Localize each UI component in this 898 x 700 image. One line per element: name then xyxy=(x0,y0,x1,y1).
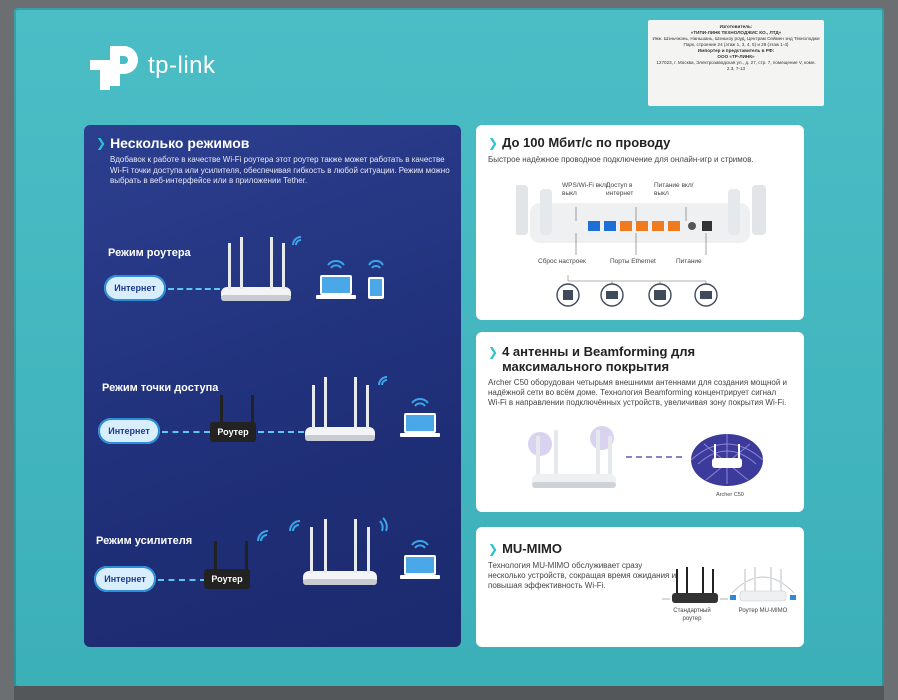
laptop-icon xyxy=(400,398,440,437)
standard-router-illustration xyxy=(662,567,728,603)
chevron-right-icon: ❯ xyxy=(96,136,107,150)
mode-router-title: Режим роутера xyxy=(108,247,191,259)
black-router-antennas xyxy=(220,395,254,425)
label-reset: Сброс настроек xyxy=(538,258,586,265)
white-router-icon xyxy=(303,519,377,585)
chevron-right-icon: ❯ xyxy=(488,136,499,150)
mode-repeater-title: Режим усилителя xyxy=(96,535,193,547)
connection-line xyxy=(162,431,210,433)
label-internet-access: Доступ в интернет xyxy=(606,182,634,197)
chevron-right-icon: ❯ xyxy=(488,542,499,556)
label-power-switch: Питание вкл/выкл xyxy=(654,182,694,197)
sticker-line: Инж. Шэньчжэнь, Наньшань, Шэнькоу роуд, … xyxy=(652,36,820,47)
beamforming-title: ❯ 4 антенны и Beamforming для максимальн… xyxy=(488,344,695,374)
mode-access-point-title: Режим точки доступа xyxy=(102,382,219,394)
sticker-line: ООО «ТР-ЛИНК» xyxy=(717,54,755,59)
modes-description: Вдобавок к работе в качестве Wi-Fi роуте… xyxy=(110,155,450,185)
device-icons-row xyxy=(556,275,718,307)
modes-title: ❯ Несколько режимов xyxy=(96,135,249,151)
internet-cloud: Интернет xyxy=(94,566,156,592)
connection-line xyxy=(158,579,206,581)
black-router-antennas xyxy=(214,541,248,571)
wired-speed-title-text: До 100 Мбит/с по проводу xyxy=(502,135,671,150)
coverage-dome-icon xyxy=(690,434,764,486)
mu-mimo-title-text: MU-MIMO xyxy=(502,541,562,556)
router-box: Роутер xyxy=(204,569,250,589)
router-box: Роутер xyxy=(210,422,256,442)
chevron-right-icon: ❯ xyxy=(488,345,499,359)
sticker-line: «ТИПИ-ЛИНК ТЕХНОЛОДЖИС КО., ЛТД» xyxy=(690,30,782,35)
coverage-line xyxy=(626,456,682,458)
table-edge xyxy=(14,686,884,700)
sticker-line: 127023, г. Москва, Электрозаводская ул.,… xyxy=(656,60,816,71)
antenna-router-illustration xyxy=(528,426,616,488)
wired-speed-panel: ❯ До 100 Мбит/с по проводу Быстрое надёж… xyxy=(476,125,804,320)
wifi-signal-icon xyxy=(289,520,301,532)
laptop-icon xyxy=(316,260,356,299)
wifi-signal-icon xyxy=(292,236,302,246)
label-power: Питание xyxy=(676,258,702,265)
modes-title-text: Несколько режимов xyxy=(110,135,250,151)
beamforming-panel: ❯ 4 антенны и Beamforming для максимальн… xyxy=(476,332,804,512)
logo-text: tp-link xyxy=(148,52,216,79)
wired-speed-title: ❯ До 100 Мбит/с по проводу xyxy=(488,135,670,151)
importer-sticker: Изготовитель: «ТИПИ-ЛИНК ТЕХНОЛОДЖИС КО.… xyxy=(648,20,824,106)
router-rear-view xyxy=(516,185,766,255)
wired-speed-description: Быстрое надёжное проводное подключение д… xyxy=(488,155,754,164)
white-router-icon xyxy=(221,237,291,301)
beamforming-title-line2: максимального покрытия xyxy=(502,359,670,374)
phone-icon xyxy=(368,259,384,299)
label-ethernet-ports: Порты Ethernet xyxy=(610,258,656,265)
beamforming-description: Archer C50 оборудован четырьмя внешними … xyxy=(488,378,787,407)
standard-router-label: Стандартный роутер xyxy=(673,608,711,622)
tp-link-logo: tp-link xyxy=(86,38,216,94)
wifi-signal-icon xyxy=(379,517,388,532)
modes-panel: ❯ Несколько режимов Вдобавок к работе в … xyxy=(84,125,461,647)
sticker-line: Импортер и представитель в РФ: xyxy=(697,48,775,53)
mu-mimo-description: Технология MU-MIMO обслуживает сразу нес… xyxy=(488,561,677,590)
label-wps: WPS/Wi-Fi вкл/выкл xyxy=(562,182,608,197)
device-model-label: Archer C50 xyxy=(716,492,744,498)
mu-mimo-router-label: Роутер MU-MIMO xyxy=(738,608,788,614)
connection-line xyxy=(258,431,304,433)
mu-mimo-router-illustration xyxy=(730,567,796,602)
connection-line xyxy=(168,288,220,290)
beamforming-title-line1: 4 антенны и Beamforming для xyxy=(502,344,696,359)
laptop-icon xyxy=(400,540,440,579)
wifi-signal-icon xyxy=(257,530,269,542)
white-router-icon xyxy=(305,377,375,441)
mu-mimo-panel: ❯ MU-MIMO Технология MU-MIMO обслуживает… xyxy=(476,527,804,647)
wifi-signal-icon xyxy=(378,376,388,386)
internet-cloud: Интернет xyxy=(98,418,160,444)
sticker-line: Изготовитель: xyxy=(719,24,753,29)
mu-mimo-title: ❯ MU-MIMO xyxy=(488,541,562,557)
tp-link-logo-icon xyxy=(90,46,138,90)
internet-cloud: Интернет xyxy=(104,275,166,301)
